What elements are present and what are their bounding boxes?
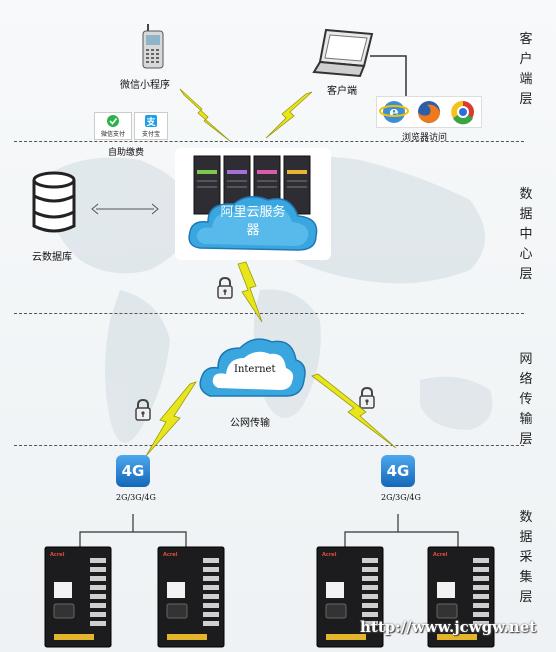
browser-icons-panel: e [376, 96, 482, 128]
svg-text:Acrel: Acrel [433, 552, 448, 558]
internet-label: Internet [234, 364, 276, 375]
alipay-icon: 支 [145, 115, 157, 128]
svg-text:e: e [389, 103, 399, 121]
lock-icon [217, 276, 233, 299]
charging-cabinet-3-icon: Acrel [316, 546, 384, 648]
internet-cloud-icon [199, 338, 306, 397]
database-label: 云数据库 [32, 252, 72, 263]
left-network-types-label: 2G/3G/4G [116, 493, 156, 502]
browser-access-label: 浏览器访问 [402, 133, 448, 143]
public-network-label: 公网传输 [230, 418, 270, 429]
browser-icons: e [379, 100, 474, 125]
layer-label-client: 客户端层 [519, 32, 533, 107]
right-4g-badge-icon: 4G [381, 455, 415, 487]
alipay-badge: 支 支付宝 [134, 112, 168, 140]
right-network-types-label: 2G/3G/4G [381, 493, 421, 502]
wechat-pay-label: 微信支付 [100, 131, 125, 138]
bidirectional-arrow-icon [91, 203, 159, 215]
separator-network-collection [14, 445, 524, 446]
client-label: 客户端 [327, 86, 357, 97]
lightning-internet-to-left-4g-icon [145, 381, 197, 457]
wechat-mini-program-label: 微信小程序 [120, 80, 170, 91]
cloud-icon [188, 196, 318, 251]
charging-cabinet-1-icon: Acrel [44, 546, 112, 648]
lightning-laptop-to-server-icon [265, 91, 313, 139]
cabinet-connectors [79, 514, 459, 548]
lock-right-icon [359, 386, 375, 409]
lock-left-icon [135, 398, 151, 421]
svg-text:Acrel: Acrel [322, 552, 337, 558]
separator-datacenter-network [14, 313, 524, 314]
lightning-internet-to-right-4g-icon [311, 373, 397, 449]
self-payment-label: 自助缴费 [108, 148, 145, 158]
database-icon [32, 171, 76, 233]
cloud-server-label: 阿里云服务器 [220, 205, 286, 238]
mobile-phone-icon [142, 24, 164, 69]
layer-label-datacenter: 数据中心层 [519, 187, 533, 282]
layer-label-network: 网络传输层 [519, 352, 533, 447]
wechat-pay-icon [107, 115, 119, 127]
alipay-label: 支付宝 [141, 131, 160, 138]
laptop-browser-connector [370, 55, 407, 98]
wechat-pay-badge: 微信支付 [94, 112, 132, 140]
separator-client-datacenter [14, 141, 524, 142]
svg-text:支: 支 [145, 116, 156, 128]
firefox-icon [418, 101, 440, 123]
left-4g-badge-icon: 4G [116, 455, 150, 487]
charging-cabinet-4-icon: Acrel [427, 546, 495, 648]
svg-text:Acrel: Acrel [50, 552, 65, 558]
chrome-icon [451, 100, 474, 125]
lightning-mobile-to-server-icon [179, 88, 231, 142]
layer-label-collection: 数据采集层 [519, 510, 533, 605]
svg-text:Acrel: Acrel [163, 552, 178, 558]
lightning-server-to-internet-icon [237, 261, 263, 323]
charging-cabinet-2-icon: Acrel [157, 546, 225, 648]
watermark-text: http://www.jcwgw.net [360, 618, 537, 636]
ie-icon: e [379, 101, 409, 123]
laptop-icon [312, 28, 374, 78]
